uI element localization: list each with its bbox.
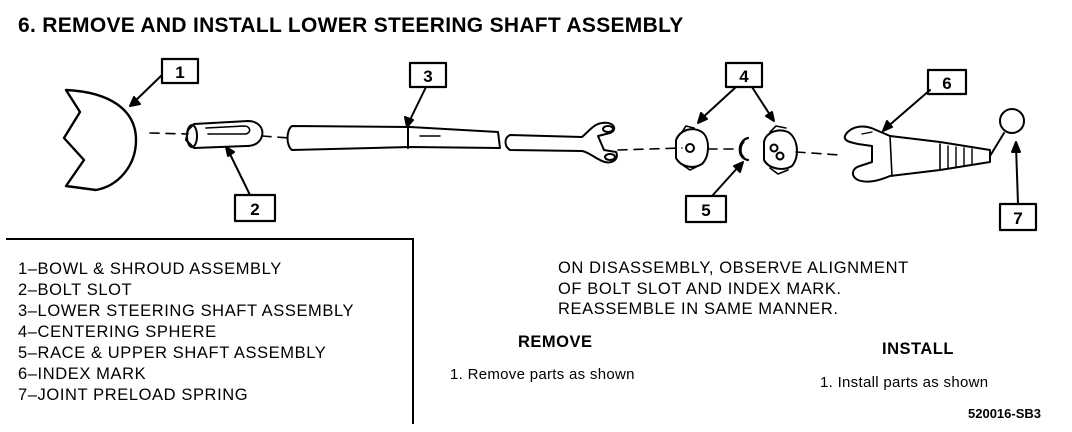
legend-item: 7–JOINT PRELOAD SPRING [18,386,249,404]
remove-heading: REMOVE [518,333,593,351]
callout-2: 2 [225,146,277,223]
parts-legend: 1–BOWL & SHROUD ASSEMBLY 2–BOLT SLOT 3–L… [18,259,354,406]
callout-1: 1 [129,57,200,107]
alignment-note: ON DISASSEMBLY, OBSERVE ALIGNMENT OF BOL… [558,258,909,320]
note-line: REASSEMBLE IN SAME MANNER. [558,300,839,318]
callout-number: 4 [739,67,749,86]
legend-item: 5–RACE & UPPER SHAFT ASSEMBLY [18,344,327,362]
joint-preload-spring-part [989,108,1025,157]
note-line: OF BOLT SLOT AND INDEX MARK. [558,279,842,298]
legend-item: 3–LOWER STEERING SHAFT ASSEMBLY [18,302,355,320]
legend-item: 6–INDEX MARK [18,365,147,383]
legend-box [6,238,414,424]
callout-number: 7 [1013,209,1022,228]
page-title: 6. REMOVE AND INSTALL LOWER STEERING SHA… [18,14,684,37]
install-step: 1. Install parts as shown [820,374,989,391]
upper-shaft-yoke-part [843,125,991,183]
callout-number: 2 [250,200,259,219]
callout-number: 3 [423,67,432,86]
callout-4: 4 [697,61,775,124]
lower-steering-shaft-part [286,121,618,164]
remove-step: 1. Remove parts as shown [450,366,635,383]
bolt-slot-part [185,120,264,149]
legend-item: 1–BOWL & SHROUD ASSEMBLY [18,260,282,278]
note-line: ON DISASSEMBLY, OBSERVE ALIGNMENT [558,259,909,277]
figure-code: 520016-SB3 [968,406,1041,421]
install-heading: INSTALL [882,340,954,358]
bowl-shroud-part [62,88,138,192]
legend-item: 4–CENTERING SPHERE [18,323,217,341]
race-part [738,136,750,162]
callout-5: 5 [684,161,744,224]
assembly-axis [149,132,841,156]
callout-number: 6 [942,74,951,93]
callout-3: 3 [404,61,448,128]
callout-6: 6 [882,68,968,132]
callout-7: 7 [998,141,1038,232]
callout-number: 1 [175,63,184,82]
callout-number: 5 [701,201,710,220]
centering-sphere-part [675,125,798,175]
legend-item: 2–BOLT SLOT [18,281,133,299]
